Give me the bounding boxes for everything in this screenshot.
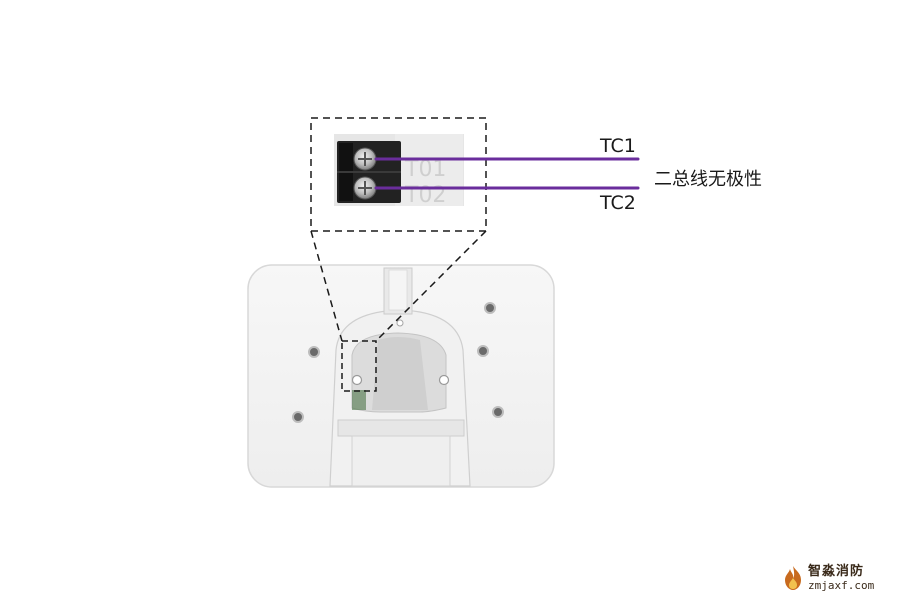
- tc1-label: TC1: [600, 135, 636, 157]
- flame-logo-icon: [785, 566, 801, 590]
- mounting-holes: [292, 302, 504, 423]
- pin-hole: [438, 374, 450, 386]
- lower-bar: [337, 419, 465, 437]
- tc2-label: TC2: [600, 192, 636, 214]
- watermark-url: zmjaxf.com: [808, 579, 875, 592]
- mounting-hole: [492, 406, 504, 418]
- mounting-hole: [308, 346, 320, 358]
- zoom-connector-lines: [310, 230, 487, 342]
- bus-wires: [374, 157, 640, 190]
- lower-recess: [351, 435, 451, 487]
- mounting-base: [247, 264, 555, 488]
- watermark-logo: 智淼消防 zmjaxf.com: [782, 562, 874, 594]
- mounting-hole: [292, 411, 304, 423]
- watermark-name: 智淼消防: [808, 564, 865, 579]
- pin-hole: [351, 374, 363, 386]
- mounting-hole: [484, 302, 496, 314]
- terminal-mark-t01: T01: [404, 157, 446, 182]
- zoom-source-box: [341, 340, 377, 392]
- terminal-detail: T01 T02: [310, 117, 487, 232]
- bus-nonpolar-label: 二总线无极性: [654, 169, 762, 190]
- mounting-hole: [477, 345, 489, 357]
- screw-icon: [353, 147, 377, 171]
- screw-icon: [353, 176, 377, 200]
